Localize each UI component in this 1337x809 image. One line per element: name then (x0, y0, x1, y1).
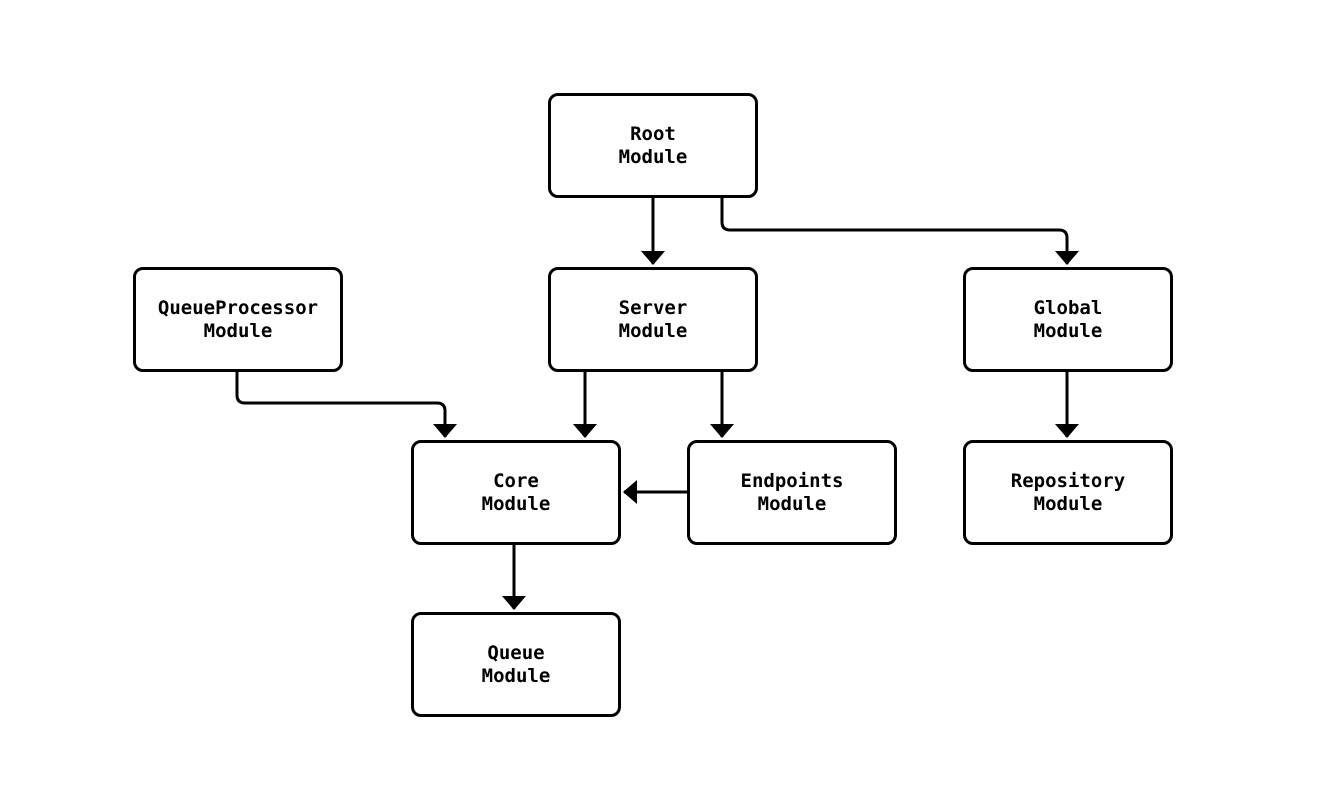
node-global-module: Global Module (963, 267, 1173, 372)
node-repository-module: Repository Module (963, 440, 1173, 545)
node-endpoints-module-label: Endpoints Module (740, 470, 844, 515)
node-queue-module: Queue Module (411, 612, 621, 717)
node-server-module: Server Module (548, 267, 758, 372)
node-root-module-label: Root Module (618, 123, 688, 168)
edge-queueprocessor-to-core (235, 372, 457, 438)
node-core-module-label: Core Module (481, 470, 551, 515)
node-queueprocessor-module-label: QueueProcessor Module (157, 297, 319, 342)
node-repository-module-label: Repository Module (1010, 470, 1126, 515)
node-root-module: Root Module (548, 93, 758, 198)
node-queue-module-label: Queue Module (481, 642, 551, 687)
node-queueprocessor-module: QueueProcessor Module (133, 267, 343, 372)
node-server-module-label: Server Module (618, 297, 688, 342)
node-global-module-label: Global Module (1033, 297, 1103, 342)
node-endpoints-module: Endpoints Module (687, 440, 897, 545)
node-core-module: Core Module (411, 440, 621, 545)
edge-root-to-global (720, 198, 1079, 265)
